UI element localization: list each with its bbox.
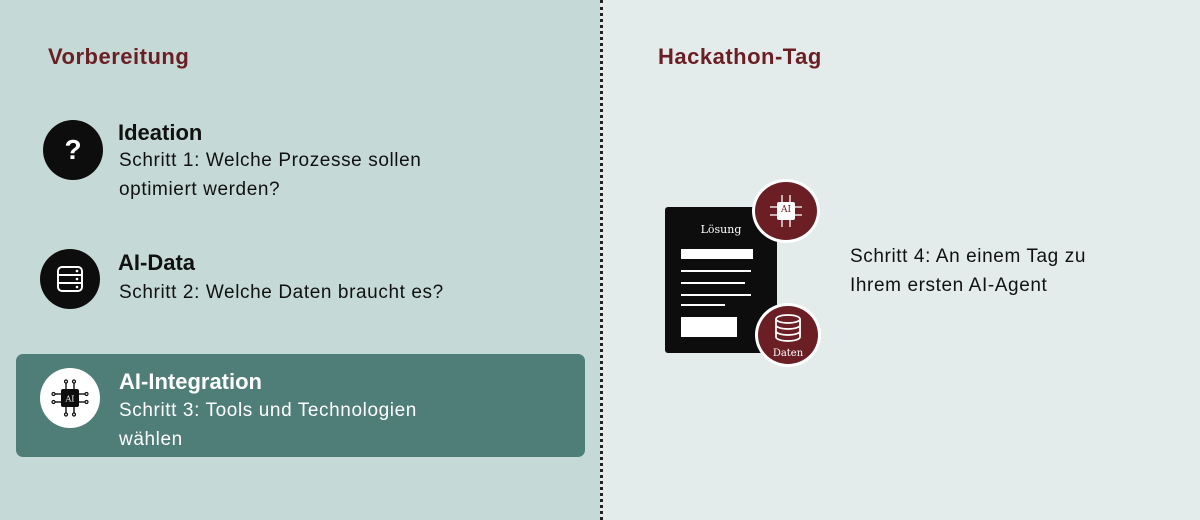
step-desc-line: Schritt 3: Tools und Technologien <box>119 400 417 421</box>
step-desc-line: optimiert werden? <box>119 179 281 200</box>
step-title-ideation: Ideation <box>118 120 203 145</box>
ai-badge-icon: AI <box>752 179 820 243</box>
document-line <box>681 270 751 272</box>
dotted-divider <box>600 0 603 520</box>
document-line <box>681 304 725 306</box>
document-block <box>681 317 737 337</box>
step-desc-ai-data: Schritt 2: Welche Daten braucht es? <box>119 278 444 307</box>
step-desc-line: Schritt 4: An einem Tag zu <box>850 246 1086 267</box>
document-label: Lösung <box>700 223 742 236</box>
svg-text:?: ? <box>64 134 81 165</box>
ai-badge-label: AI <box>780 205 792 215</box>
data-badge-icon: Daten <box>755 303 821 367</box>
step-desc-line: Ihrem ersten AI-Agent <box>850 275 1048 296</box>
database-icon <box>40 249 100 309</box>
ai-chip-icon: AI <box>40 368 100 428</box>
step-desc-line: wählen <box>119 429 183 450</box>
step-title-ai-data: AI-Data <box>118 250 196 275</box>
document-line <box>681 294 751 296</box>
document-line <box>681 282 745 284</box>
step-card-ai-integration: AI AI-Integration Schritt 3: Tools und T… <box>16 354 585 457</box>
data-badge-label: Daten <box>772 348 804 359</box>
question-icon: ? <box>43 120 103 180</box>
step-desc-hackathon: Schritt 4: An einem Tag zu Ihrem ersten … <box>850 242 1086 300</box>
document-line <box>681 249 753 259</box>
step-desc-line: Schritt 1: Welche Prozesse sollen <box>119 150 422 171</box>
step-desc-line: Schritt 2: Welche Daten braucht es? <box>119 282 444 303</box>
svg-text:AI: AI <box>65 395 75 404</box>
step-desc-ideation: Schritt 1: Welche Prozesse sollen optimi… <box>119 146 421 204</box>
step-title-ai-integration: AI-Integration <box>119 369 262 394</box>
section-title-preparation: Vorbereitung <box>48 44 190 69</box>
step-desc-ai-integration: Schritt 3: Tools und Technologien wählen <box>119 396 417 454</box>
section-title-hackathon: Hackathon-Tag <box>658 44 822 69</box>
